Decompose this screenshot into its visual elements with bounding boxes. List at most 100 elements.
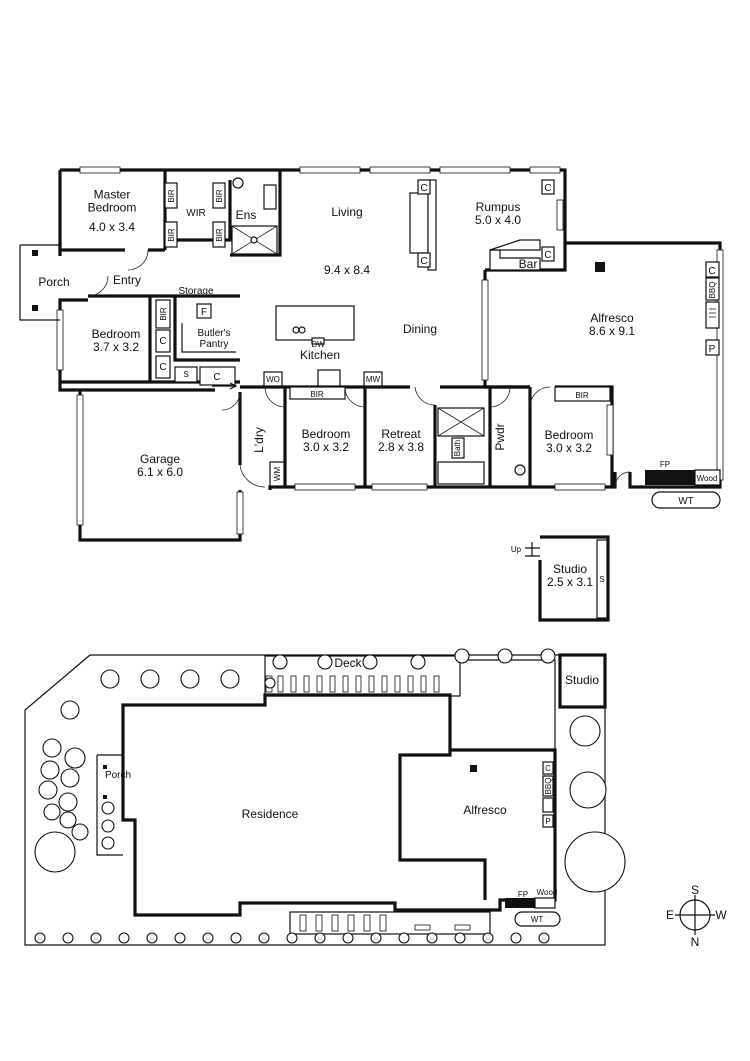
cupboard-label: C — [420, 183, 427, 194]
bir-label: BIR — [167, 189, 176, 203]
site-cupboard-label: C — [545, 764, 551, 773]
kitchen-label: Kitchen — [300, 348, 340, 362]
rumpus-size: 5.0 x 4.0 — [475, 213, 521, 227]
site-porch — [96, 754, 123, 856]
water-tank-shape — [651, 491, 721, 509]
master-bedroom-size: 4.0 x 3.4 — [89, 220, 135, 234]
outer-wall — [58, 168, 722, 542]
up-label: Up — [511, 545, 522, 554]
wall-oven-label: WO — [266, 375, 280, 384]
storage-label: Storage — [178, 286, 213, 297]
tree-cluster-right — [564, 715, 626, 893]
compass-north: N — [691, 935, 700, 949]
tree-row-top — [60, 648, 556, 720]
bir-boxes — [155, 182, 611, 487]
site-plan: Deck Studio Porch Residence Alfresco C B… — [24, 648, 626, 946]
ensuite-fixtures — [231, 177, 278, 255]
pantry-bench — [181, 323, 236, 353]
entry-label: Entry — [113, 273, 141, 287]
site-boundary — [24, 654, 606, 946]
bir-label: BIR — [215, 189, 224, 203]
butlers-pantry-label-2: Pantry — [200, 339, 229, 350]
cupboard-label: C — [159, 362, 166, 373]
fridge-label: F — [201, 307, 207, 318]
fireplace-label: FP — [660, 460, 670, 469]
bedroom3-size: 3.0 x 3.2 — [303, 440, 349, 454]
ensuite-label: Ens — [236, 208, 257, 222]
laundry-label: L'dry — [252, 427, 266, 453]
water-tank-label: WT — [678, 496, 694, 507]
living-size: 9.4 x 8.4 — [324, 263, 370, 277]
compass-east: E — [666, 908, 674, 922]
bath-fixtures — [437, 407, 526, 485]
dishwasher-label: DW — [311, 340, 325, 349]
porch-label: Porch — [38, 275, 69, 289]
retreat-size: 2.8 x 3.8 — [378, 440, 424, 454]
microwave-label: MW — [366, 375, 381, 384]
bar-label: Bar — [519, 257, 538, 271]
bedroom2-size: 3.7 x 3.2 — [93, 340, 139, 354]
cupboard-label: C — [159, 336, 166, 347]
bir-label: BIR — [159, 307, 168, 321]
site-bbq-label: BBQ — [544, 778, 553, 795]
studio-name: Studio — [553, 562, 587, 576]
rumpus-bottom — [483, 270, 530, 389]
site-water-tank-label: WT — [531, 915, 544, 924]
studio-building — [525, 535, 610, 622]
fixture-labels: BIR BIR BIR BIR BIR BIR BIR C C C S F C … — [159, 183, 717, 584]
bedroom3-name: Bedroom — [302, 427, 351, 441]
cupboard-label: C — [544, 250, 551, 261]
studio-size: 2.5 x 3.1 — [547, 575, 593, 589]
site-labels: Deck Studio Porch Residence Alfresco C B… — [105, 656, 599, 924]
site-studio-box — [558, 653, 607, 709]
site-porch-label: Porch — [105, 770, 131, 781]
pantry-label: P — [709, 344, 716, 355]
bedroom4-name: Bedroom — [545, 428, 594, 442]
compass-south: S — [691, 883, 699, 897]
studio-shelf-label: S — [599, 575, 604, 584]
site-alfresco-fixtures — [289, 761, 561, 935]
alfresco-size: 8.6 x 9.1 — [589, 324, 635, 338]
site-pantry-label: P — [545, 817, 550, 826]
residence-outline — [121, 693, 557, 917]
compass: S N E W — [666, 883, 727, 949]
alfresco-name: Alfresco — [590, 311, 634, 325]
kitchen-island — [275, 305, 355, 345]
site-fireplace-label: FP — [518, 890, 528, 899]
cupboard-label: C — [420, 256, 427, 267]
retreat-name: Retreat — [381, 427, 421, 441]
porch-area — [19, 244, 149, 321]
cupboard-label: C — [213, 372, 220, 383]
bir-label: BIR — [215, 228, 224, 242]
washing-machine-label: WM — [273, 467, 282, 482]
site-alfresco-label: Alfresco — [463, 803, 507, 817]
site-wood-label: Wood — [537, 888, 558, 897]
site-studio-label: Studio — [565, 673, 599, 687]
living-fixtures — [409, 179, 437, 271]
living-name: Living — [331, 205, 362, 219]
door-swings — [212, 382, 631, 488]
wood-label: Wood — [697, 474, 718, 483]
powder-label: Pwdr — [493, 423, 507, 450]
bir-label: BIR — [575, 391, 589, 400]
rumpus-fixtures — [489, 179, 555, 271]
rumpus-name: Rumpus — [476, 200, 521, 214]
compass-west: W — [715, 908, 727, 922]
dining-label: Dining — [403, 322, 437, 336]
trees — [34, 648, 626, 944]
wir-wall — [165, 180, 232, 242]
wir-label: WIR — [186, 208, 205, 219]
tree-cluster-left — [34, 738, 115, 873]
alfresco-fixtures — [595, 261, 721, 486]
deck-area — [264, 655, 556, 750]
tree-row-bottom — [34, 932, 550, 944]
butlers-pantry-label-1: Butler's — [197, 328, 230, 339]
top-windows — [56, 166, 724, 535]
garage-size: 6.1 x 6.0 — [137, 465, 183, 479]
ensuite-wall — [230, 170, 282, 257]
residence-notch — [398, 750, 487, 900]
residence-label: Residence — [242, 807, 299, 821]
